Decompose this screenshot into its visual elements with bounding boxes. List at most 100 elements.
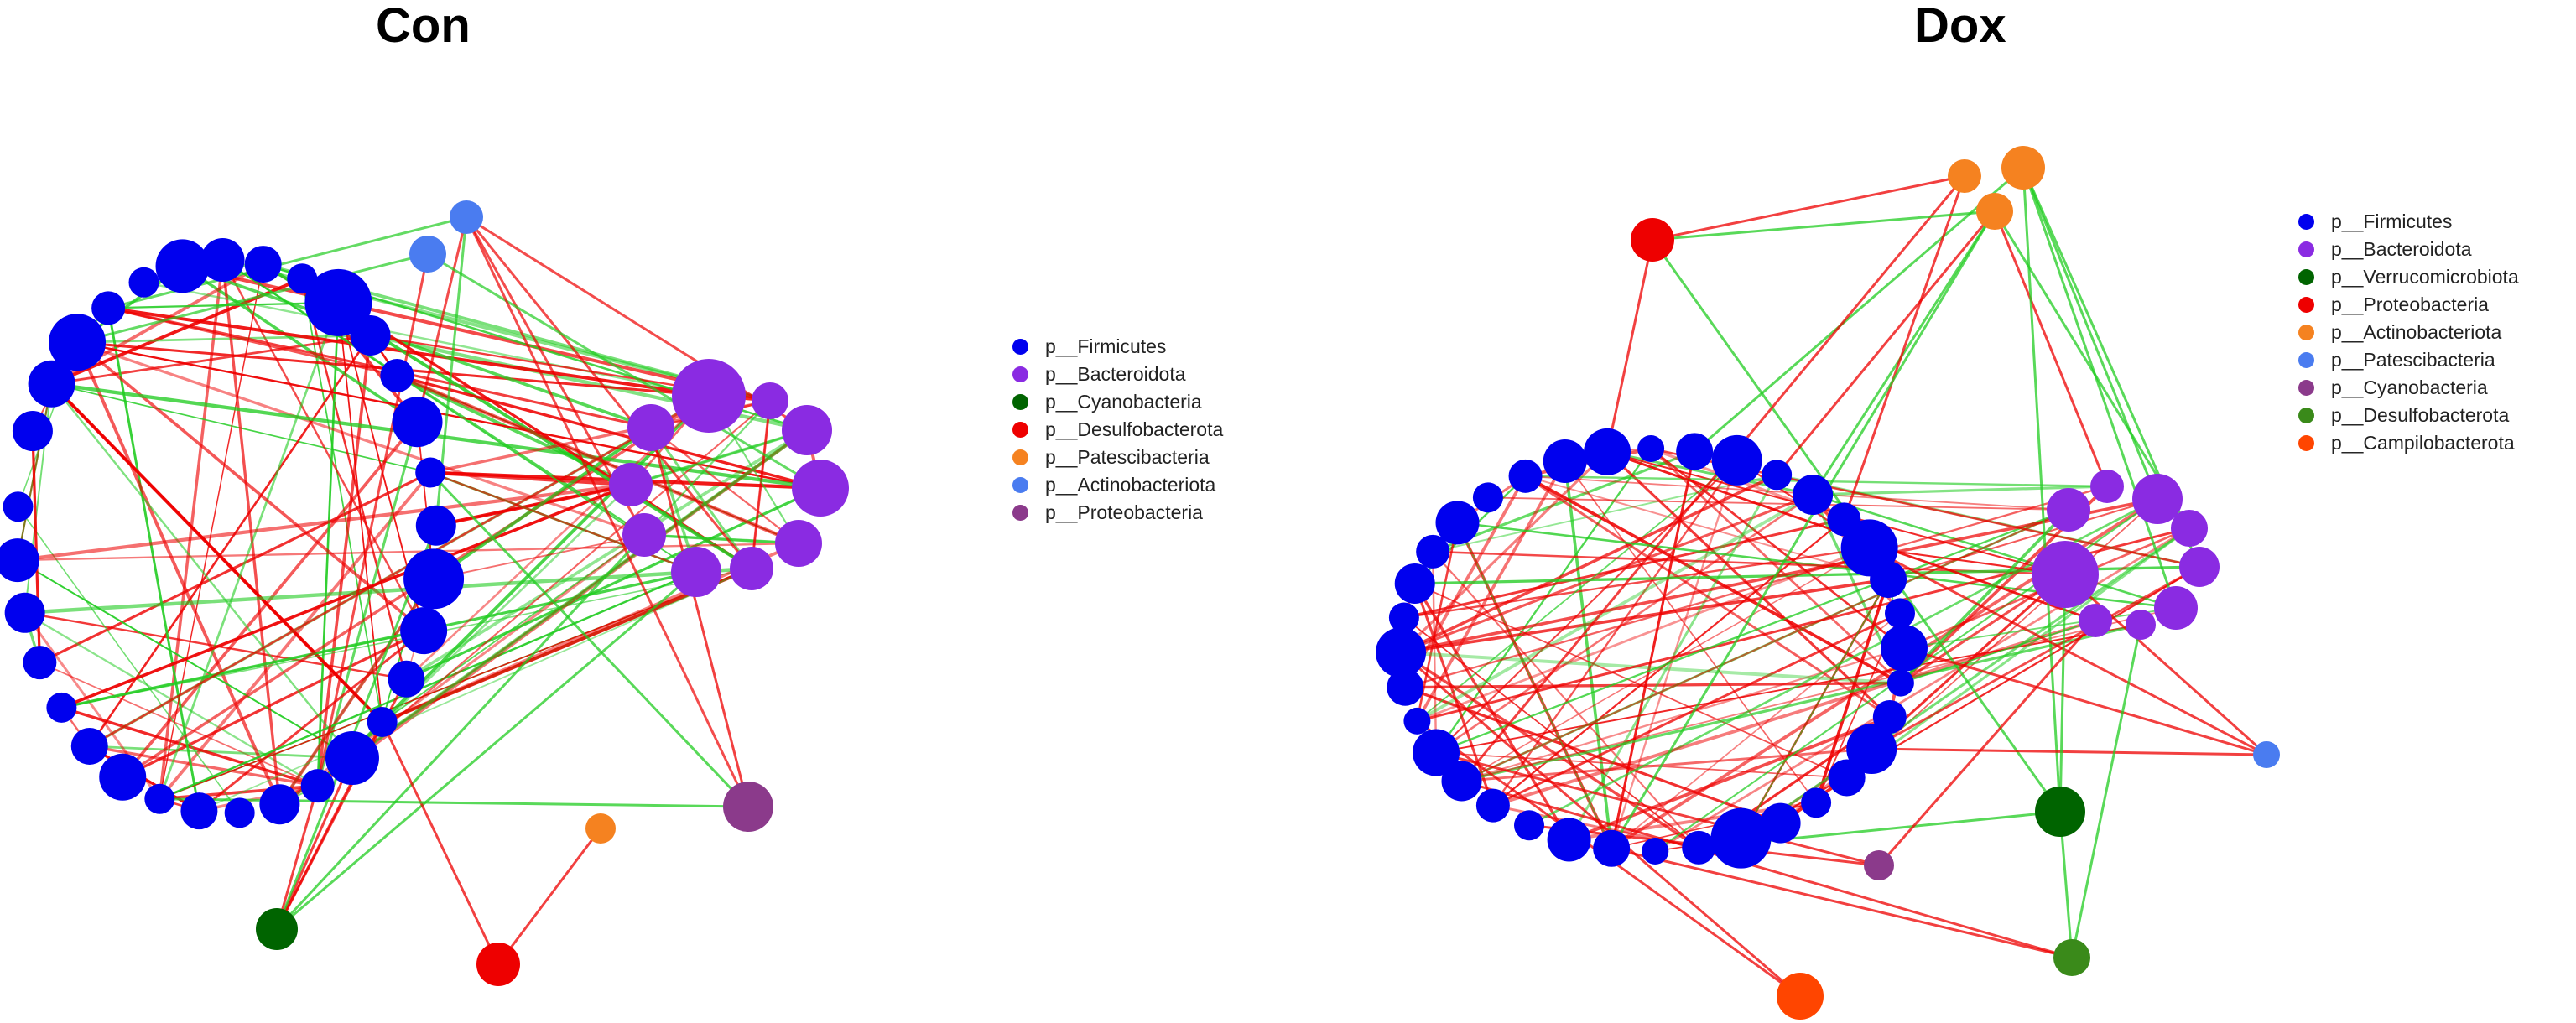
network-edge: [107, 216, 467, 309]
network-edge: [1650, 447, 1902, 684]
network-node: [1884, 598, 1915, 629]
network-edge: [1461, 509, 2069, 782]
network-node: [1976, 193, 2013, 230]
legend-label: p__Bacteroidota: [1045, 363, 1186, 385]
network-edge: [1568, 715, 1891, 842]
network-edge: [337, 302, 383, 723]
network-edge: [1524, 475, 1891, 719]
legend-label: p__Desulfobacterota: [2331, 404, 2510, 426]
network-edge: [1877, 620, 2097, 866]
network-edge: [1775, 210, 1996, 476]
network-edge: [39, 662, 319, 787]
network-edge: [276, 570, 697, 931]
network-edge: [1652, 174, 1965, 241]
network-edge: [1436, 751, 1847, 779]
network-edge: [2022, 167, 2159, 500]
network-node: [23, 646, 57, 680]
legend-label: p__Proteobacteria: [2331, 293, 2489, 315]
network-edge: [50, 382, 384, 724]
network-node: [224, 797, 255, 828]
network-edge: [1812, 493, 2177, 610]
network-edge: [1487, 496, 2069, 511]
network-node: [1475, 788, 1510, 823]
network-edge: [1413, 583, 1495, 807]
network-node: [49, 314, 107, 371]
network-node: [1828, 759, 1866, 797]
network-node: [2053, 939, 2090, 976]
legend-item: p__Actinobacteriota: [2298, 319, 2519, 346]
network-node: [300, 769, 335, 803]
legend-swatch: [1012, 339, 1028, 355]
network-edge: [181, 264, 652, 429]
network-node: [12, 411, 53, 452]
node-layer-dox: [1376, 146, 2280, 1020]
network-node: [144, 783, 175, 814]
network-edge: [1740, 579, 1889, 839]
network-edge: [381, 721, 500, 965]
network-edge: [1435, 624, 2141, 754]
network-node: [2032, 541, 2099, 608]
legend-swatch: [2298, 352, 2314, 368]
network-node: [259, 784, 300, 825]
network-node: [70, 727, 108, 765]
network-edge: [159, 797, 749, 808]
legend-label: p__Firmicutes: [2331, 210, 2453, 232]
network-node: [256, 908, 298, 950]
network-node: [450, 200, 483, 234]
network-node: [1762, 460, 1793, 491]
network-node: [415, 457, 446, 488]
network-node: [1872, 700, 1907, 735]
network-edge: [1871, 565, 2200, 750]
legend-item: p__Cyanobacteria: [1012, 388, 1223, 416]
network-node: [1472, 482, 1503, 513]
legend-label: p__Actinobacteriota: [2331, 321, 2502, 343]
legend-swatch: [2298, 408, 2314, 423]
network-edge: [1400, 651, 1902, 685]
network-edge: [1740, 527, 2190, 839]
network-edge: [24, 566, 752, 615]
network-node: [244, 246, 282, 283]
network-node: [1710, 807, 1772, 869]
network-node: [0, 538, 39, 583]
legend-item: p__Cyanobacteria: [2298, 374, 2519, 402]
network-edge: [405, 486, 821, 681]
legend-item: p__Bacteroidota: [2298, 236, 2519, 263]
legend-item: p__Campilobacterota: [2298, 429, 2519, 457]
network-node: [1793, 475, 1834, 516]
network-node: [155, 239, 210, 293]
network-node: [28, 360, 75, 408]
network-edge: [275, 785, 320, 930]
network-edge: [351, 428, 809, 760]
network-edge: [643, 400, 771, 536]
network-edge: [75, 341, 282, 806]
legend-swatch: [1012, 422, 1028, 438]
network-edge: [199, 568, 752, 813]
network-node: [775, 520, 822, 567]
network-edge: [643, 533, 799, 545]
network-edge: [427, 252, 821, 490]
network-edge: [433, 534, 645, 580]
network-edge: [466, 216, 808, 432]
network-edge: [2022, 167, 2062, 813]
network-edge: [275, 533, 646, 931]
network-node: [380, 358, 414, 392]
legend-swatch: [1012, 394, 1028, 410]
network-edge: [89, 745, 318, 787]
legend-item: p__Verrucomicrobiota: [2298, 263, 2519, 291]
network-edge: [1400, 473, 1777, 654]
network-edge: [221, 259, 425, 631]
network-edge: [1887, 497, 2158, 581]
network-node: [409, 236, 446, 273]
network-edge: [649, 427, 698, 573]
network-edge: [649, 427, 753, 569]
network-node: [2179, 547, 2220, 587]
panel-title-dox: Dox: [1914, 0, 2006, 53]
network-edge: [650, 427, 799, 544]
network-node: [2047, 488, 2090, 532]
network-edge: [1400, 651, 1700, 849]
network-edge: [51, 334, 371, 386]
legend-label: p__Desulfobacterota: [1045, 418, 1224, 440]
network-edge: [75, 340, 425, 632]
network-edge: [181, 264, 419, 423]
network-edge: [1811, 210, 1996, 496]
